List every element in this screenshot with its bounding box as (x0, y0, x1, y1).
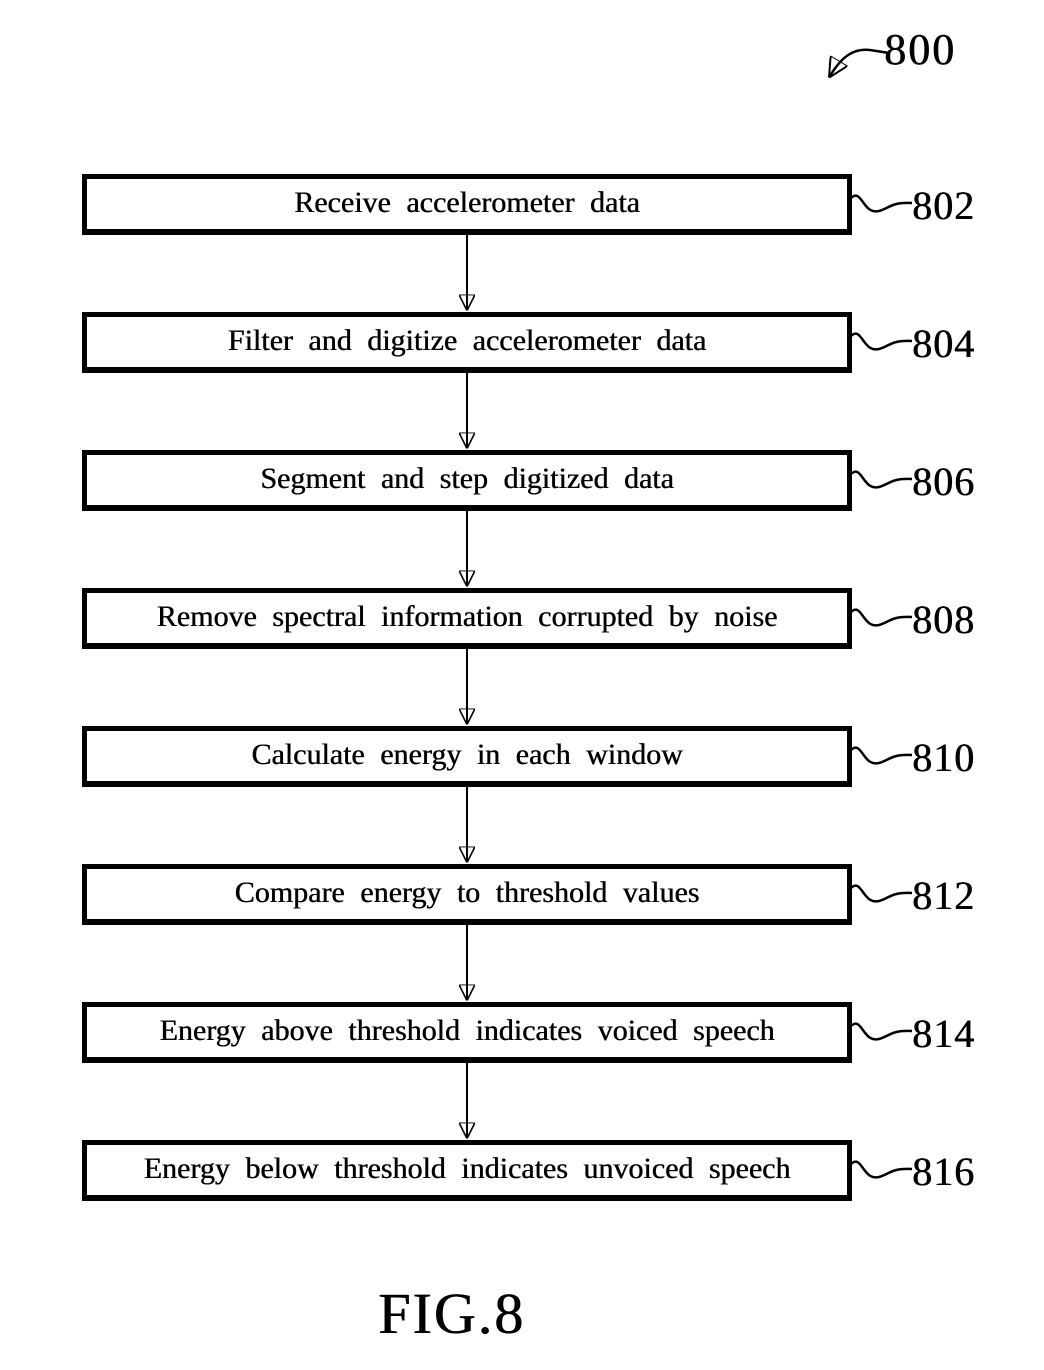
flow-step: Compare energy to threshold values 812 (0, 864, 1044, 1002)
step-box: Segment and step digitized data (82, 450, 852, 511)
ref-connector-squiggle-icon (849, 470, 913, 489)
flow-step: Segment and step digitized data 806 (0, 450, 1044, 588)
step-ref-number: 814 (912, 1011, 975, 1056)
step-label: Receive accelerometer data (294, 186, 640, 219)
ref-connector-squiggle-icon (849, 332, 913, 351)
flow-arrow-down-icon (455, 925, 479, 1003)
step-label: Filter and digitize accelerometer data (227, 324, 707, 357)
flow-arrow-down-icon (455, 649, 479, 727)
ref-connector-squiggle-icon (849, 608, 913, 627)
figure-ref-label: 800 (884, 25, 956, 74)
step-ref-number: 816 (912, 1149, 975, 1194)
step-box: Energy below threshold indicates unvoice… (82, 1140, 852, 1201)
flow-step: Energy above threshold indicates voiced … (0, 1002, 1044, 1140)
step-label: Segment and step digitized data (260, 462, 674, 495)
flow-arrow-down-icon (455, 511, 479, 589)
flow-step: Remove spectral information corrupted by… (0, 588, 1044, 726)
flow-arrow-down-icon (455, 787, 479, 865)
step-label: Calculate energy in each window (251, 738, 683, 771)
step-box: Filter and digitize accelerometer data (82, 312, 852, 373)
step-ref-number: 806 (912, 459, 975, 504)
step-box: Calculate energy in each window (82, 726, 852, 787)
step-box: Compare energy to threshold values (82, 864, 852, 925)
flow-arrow-down-icon (455, 235, 479, 313)
step-label: Compare energy to threshold values (234, 876, 700, 909)
step-label: Remove spectral information corrupted by… (156, 600, 778, 633)
step-box: Remove spectral information corrupted by… (82, 588, 852, 649)
figure-caption: FIG.8 (378, 1281, 525, 1346)
step-ref-number: 812 (912, 873, 975, 918)
flow-arrow-down-icon (455, 1063, 479, 1141)
ref-connector-squiggle-icon (849, 1160, 913, 1179)
flow-arrow-down-icon (455, 373, 479, 451)
step-ref-number: 810 (912, 735, 975, 780)
step-box: Receive accelerometer data (82, 174, 852, 235)
flow-step: Calculate energy in each window 810 (0, 726, 1044, 864)
ref-connector-squiggle-icon (849, 884, 913, 903)
step-ref-number: 804 (912, 321, 975, 366)
ref-connector-squiggle-icon (849, 194, 913, 213)
step-ref-number: 808 (912, 597, 975, 642)
figure-ref-lead-arrow-icon (818, 48, 890, 92)
step-ref-number: 802 (912, 183, 975, 228)
ref-connector-squiggle-icon (849, 746, 913, 765)
ref-connector-squiggle-icon (849, 1022, 913, 1041)
flow-step: Filter and digitize accelerometer data 8… (0, 312, 1044, 450)
figure-ref: 800 (818, 24, 998, 104)
step-label: Energy below threshold indicates unvoice… (143, 1152, 791, 1185)
flow-step: Energy below threshold indicates unvoice… (0, 1140, 1044, 1278)
flow-step: Receive accelerometer data 802 (0, 174, 1044, 312)
step-label: Energy above threshold indicates voiced … (159, 1014, 775, 1047)
step-box: Energy above threshold indicates voiced … (82, 1002, 852, 1063)
